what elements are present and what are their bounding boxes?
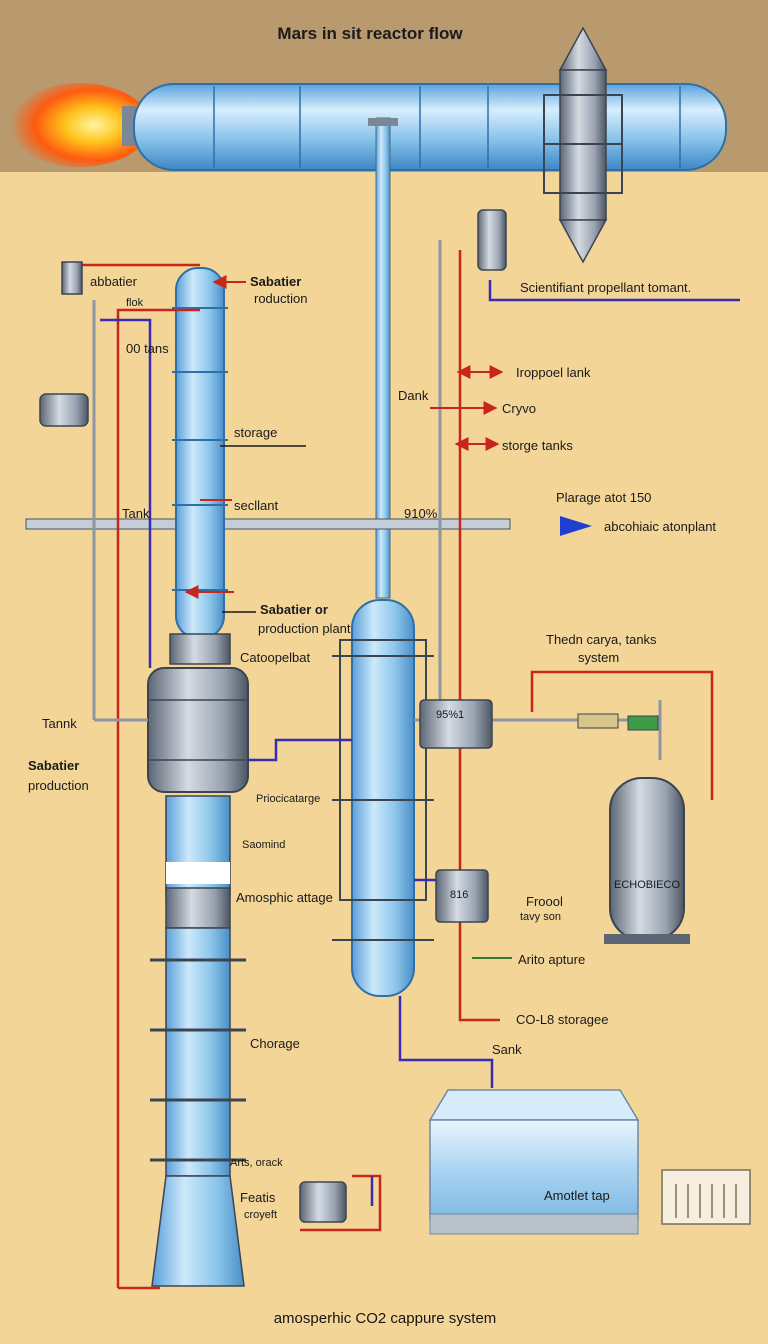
label-sabatier-top: Sabatier [250,274,302,289]
label-amotlet-tap: Amotlet tap [544,1188,610,1203]
label-plarage: Plarage atot 150 [556,490,652,505]
top-left-valve [61,261,83,295]
upright-capsule [543,26,623,264]
label-priocicatarge: Priocicatarge [256,793,321,805]
label-abcohiaic: abcohiaic atonplant [604,519,717,534]
label-tavy-son: tavy son [520,911,561,923]
label-pct-910: 910% [404,506,438,521]
cryo-vessel [351,599,415,997]
label-arito-apture: Arito apture [518,952,586,967]
mast-cap [368,118,398,126]
horizontal-propellant-tank [133,83,727,171]
label-co2-storage: CO-L8 storagee [516,1012,609,1027]
blue-arrow [560,516,592,536]
label-sabatier-or: Sabatier or [260,602,328,617]
label-production-left: production [28,778,89,793]
label-dank: Dank [398,388,429,403]
tank-segments [213,86,681,168]
tower-white-band [166,862,230,884]
large-storage-tank [429,1119,639,1221]
cylindrical-storage-tank [609,777,685,941]
label-production-plant: production plant [258,621,351,636]
label-arts-orack: Arts, orack [230,1157,283,1169]
vessel-frame [339,639,427,901]
label-valve-pct: 95%1 [436,709,465,721]
label-cryvo: Cryvo [502,401,536,416]
cross-pipe [25,518,511,530]
bottom-compressor [299,1181,347,1223]
label-storage: storage [234,425,278,440]
control-valve [419,699,493,749]
label-scientifiant: Scientifiant propellant tomant. [520,280,692,295]
label-thedn-carya: Thedn carya, tanks [546,632,657,647]
label-tank-left: Tank [122,506,150,521]
nozzle-ring [122,106,136,146]
tank-base [604,934,690,944]
label-zero-tans: 00 tans [126,341,169,356]
red-pipes [72,250,714,1290]
label-sank: Sank [492,1042,522,1057]
label-sabatier-left: Sabatier [28,758,80,773]
equipment-rack [661,1169,751,1225]
label-froool: Froool [526,894,563,909]
vessel-bands [148,699,248,761]
label-croyeft: croyeft [244,1209,278,1221]
engine-flame [10,83,150,167]
purple-pipes [100,280,740,1206]
tower-rings [150,958,246,1162]
diagram-footer: amosperhic CO2 cappure system [273,1310,497,1327]
label-system: system [578,650,620,665]
label-iroppoel-lank: Iroppoel lank [516,365,591,380]
label-storge-tanks: storge tanks [502,438,573,453]
tower-lower-column [165,927,231,1177]
label-flok: flok [126,297,144,309]
label-tank-badge: ECHOBIECO [614,879,681,891]
tower-steel-section [165,887,231,929]
label-sabatier-top-sub: roduction [254,291,308,306]
label-featis: Featis [240,1190,276,1205]
inline-sensor [627,715,659,731]
label-catoopelbat: Catoopelbat [240,650,311,665]
label-small-unit: 816 [450,889,469,901]
label-amosphic-attage: Amosphic attage [236,890,333,905]
label-saomind: Saomind [242,839,286,851]
sabatier-column [175,267,225,639]
vessel-neck [169,633,231,665]
left-pump [39,393,89,427]
top-right-valve [477,209,507,271]
tower-base [151,1175,245,1287]
column-bands [172,307,228,591]
large-tank-base [429,1213,639,1235]
label-secllant: secllant [234,498,279,513]
large-tank-roof [428,1089,640,1121]
vessel-frame-bars [332,655,434,941]
reactor-vessel [147,667,249,793]
label-tannk: Tannk [42,716,77,731]
callout-arrows [184,275,592,959]
small-processing-unit [435,869,489,923]
inline-filter [577,713,619,729]
label-abbatier: abbatier [90,274,137,289]
diagram-title: Mars in sit reactor flow [277,24,463,43]
label-chorage: Chorage [250,1036,300,1051]
